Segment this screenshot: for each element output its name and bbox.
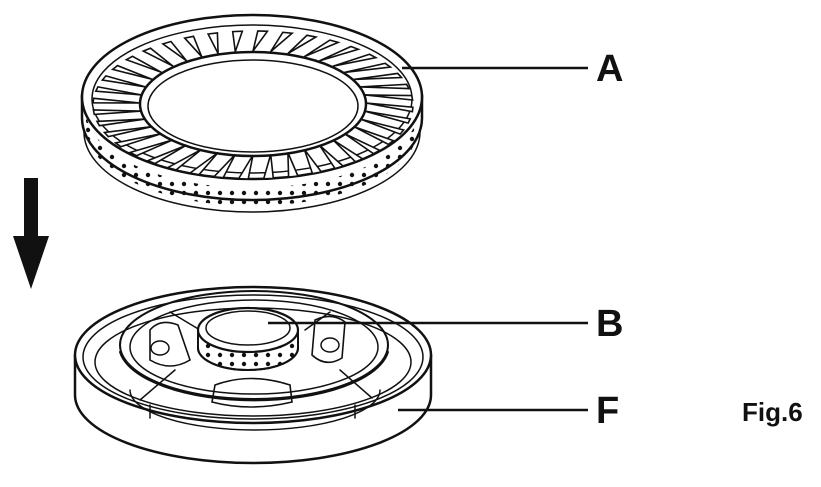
spreader-fin xyxy=(124,55,162,74)
spreader-fin xyxy=(165,148,203,171)
spreader-fin xyxy=(145,144,188,165)
callout-label-f: F xyxy=(596,390,619,432)
flame-spreader-ring xyxy=(80,13,424,213)
spreader-fin xyxy=(360,118,406,136)
spreader-fin xyxy=(113,132,162,148)
spreader-fin xyxy=(188,151,219,176)
spreader-fin xyxy=(237,154,254,180)
spreader-fin xyxy=(110,64,153,81)
spreader-fin xyxy=(206,32,219,54)
spreader-fin xyxy=(92,97,141,104)
spreader-fin xyxy=(343,132,382,155)
spreader-fin xyxy=(332,139,365,163)
spreader-fin xyxy=(303,148,323,175)
spreader-fin xyxy=(102,125,153,138)
spreader-fin xyxy=(231,30,244,52)
callout-lines xyxy=(268,66,588,412)
figure-caption: Fig.6 xyxy=(742,397,803,427)
down-arrow-icon xyxy=(13,178,49,289)
spreader-fin xyxy=(270,31,295,53)
spreader-fin xyxy=(100,74,146,88)
spreader-fin xyxy=(353,125,395,146)
spreader-fin xyxy=(365,102,414,113)
spreader-fin xyxy=(212,153,237,179)
spreader-fin xyxy=(128,139,174,157)
spreader-fin xyxy=(332,53,379,67)
spreader-fin xyxy=(319,45,361,62)
spreader-fin xyxy=(94,86,142,96)
callout-label-a: A xyxy=(596,48,623,90)
callout-label-b: B xyxy=(596,303,623,345)
spreader-fin xyxy=(287,152,300,178)
spreader-fin xyxy=(318,144,345,170)
spreader-fin xyxy=(360,83,411,90)
spreader-fin xyxy=(161,40,188,62)
spreader-fin xyxy=(303,39,341,58)
spreader-fin xyxy=(287,34,319,55)
spreader-fin xyxy=(92,109,142,116)
burner-cap xyxy=(196,306,300,371)
spreader-fin xyxy=(344,62,393,74)
spreader-fin xyxy=(364,110,412,125)
spreader-fin xyxy=(353,72,404,81)
spreader-fin xyxy=(364,94,414,101)
spreader-fin xyxy=(183,35,203,58)
spreader-fin xyxy=(95,118,146,127)
spreader-fin xyxy=(141,47,174,67)
spreader-fin xyxy=(252,30,269,52)
spreader-fin xyxy=(262,154,275,180)
